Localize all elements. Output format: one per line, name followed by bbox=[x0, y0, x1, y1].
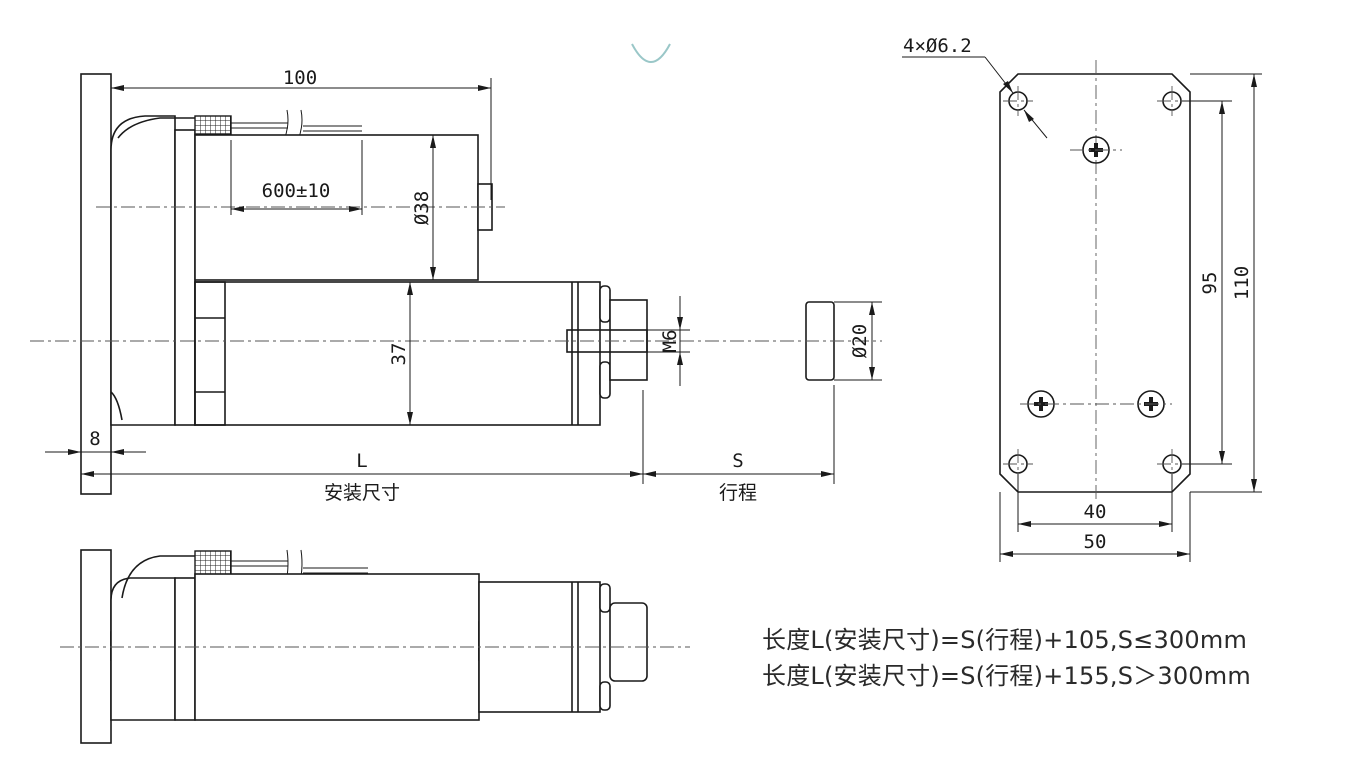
motor-body bbox=[194, 134, 479, 281]
mounting-flange bbox=[80, 73, 112, 495]
dim-flange-thickness: 8 bbox=[89, 428, 100, 450]
dim-cable-length: 600±10 bbox=[262, 180, 331, 202]
dim-thread: M6 bbox=[659, 330, 681, 353]
side-gearbox bbox=[110, 577, 176, 721]
dim-motor-diameter: Ø38 bbox=[411, 191, 433, 225]
dim-total-length: 100 bbox=[283, 67, 317, 89]
dim-install-length-symbol: L bbox=[356, 450, 367, 472]
front-view bbox=[30, 73, 882, 495]
dim-plate-width: 50 bbox=[1084, 531, 1107, 553]
formula-line-2: 长度L(安装尺寸)=S(行程)+155,S＞300mm bbox=[762, 662, 1251, 690]
dim-holes: 4×Ø6.2 bbox=[903, 35, 972, 57]
dim-hole-pitch-horizontal: 40 bbox=[1084, 501, 1107, 523]
gearbox-plate bbox=[174, 129, 196, 426]
side-flange bbox=[80, 549, 112, 744]
flange-plate-view: 4×Ø6.2 95 110 40 50 bbox=[902, 35, 1262, 562]
dim-plate-height: 110 bbox=[1231, 266, 1253, 300]
dim-stroke-symbol: S bbox=[732, 450, 743, 472]
formula-line-1: 长度L(安装尺寸)=S(行程)+105,S≤300mm bbox=[762, 626, 1248, 654]
dim-rod-end-diameter: Ø20 bbox=[849, 324, 871, 358]
side-view bbox=[60, 549, 690, 744]
dim-tube-height: 37 bbox=[388, 343, 410, 366]
phillips-screws bbox=[1020, 136, 1172, 418]
side-rod-end bbox=[609, 602, 648, 682]
gearbox-housing bbox=[110, 115, 176, 426]
cable-gland bbox=[194, 115, 232, 135]
outer-tube bbox=[194, 281, 601, 426]
dim-hole-pitch-vertical: 95 bbox=[1199, 272, 1221, 295]
front-view-dimensions: 100 600±10 Ø38 37 M6 Ø20 8 bbox=[45, 67, 882, 504]
decorative-arc bbox=[631, 43, 671, 63]
dim-stroke-label: 行程 bbox=[719, 482, 757, 504]
dim-install-length-label: 安装尺寸 bbox=[324, 482, 400, 504]
rod-end bbox=[609, 299, 648, 381]
